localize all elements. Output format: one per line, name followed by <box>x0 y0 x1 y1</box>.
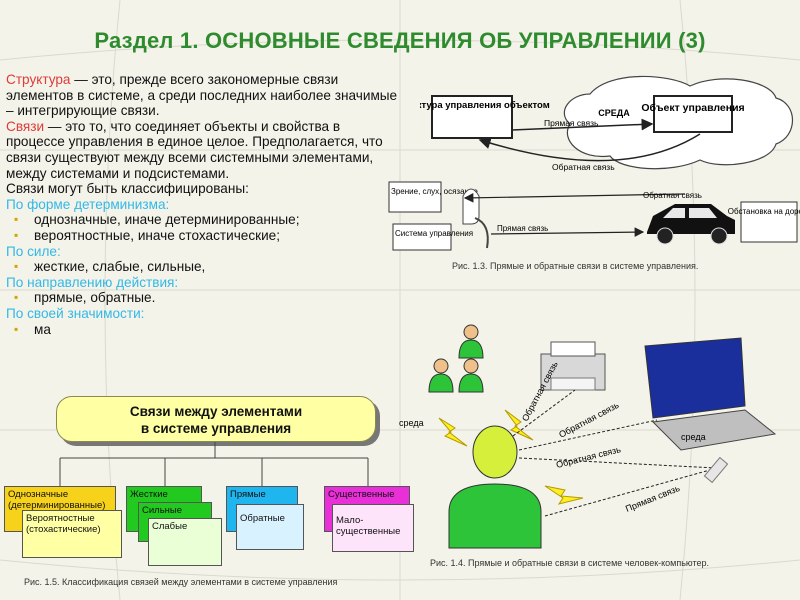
lightning-icon <box>438 409 584 505</box>
figure-caption-1-3: Рис. 1.3. Прямые и обратные связи в сист… <box>452 261 699 271</box>
figure-human-computer: среда среда Обратная связь Обратная связ… <box>399 324 777 549</box>
bullet-icon: ▪ <box>14 290 19 305</box>
hand-icon <box>474 217 489 249</box>
classification-intro: Связи могут быть классифицированы: <box>6 181 249 197</box>
list-item-text: однозначные, иначе детерминированные; <box>34 212 300 228</box>
definition-links: Связи — это то, что соединяет объекты и … <box>6 119 398 181</box>
environment-label: СРЕДА <box>598 108 630 118</box>
structure-label: Структура управления объектом <box>420 100 550 111</box>
classification-header-determinism: По форме детерминизма: <box>6 196 170 212</box>
class-box-weak: Слабые <box>148 518 222 566</box>
figure-caption-1-4: Рис. 1.4. Прямые и обратные связи в сист… <box>430 558 710 568</box>
classification-header-significance: По своей значимости: <box>6 305 145 321</box>
classification-header-strength: По силе: <box>6 243 61 259</box>
list-item: ▪ вероятностные, иначе стохастические; <box>6 228 398 244</box>
bullet-icon: ▪ <box>14 321 19 336</box>
control-box <box>392 223 452 251</box>
list-item-text: вероятностные, иначе стохастические; <box>34 227 281 243</box>
class-box-feedback: Обратные <box>236 504 304 550</box>
definition-structure-text: — это, прежде всего закономерные связи э… <box>6 72 398 119</box>
environment-label: среда <box>399 418 424 428</box>
feedback-label: Обратная связь <box>520 359 560 423</box>
direct-link-arrow <box>511 118 654 131</box>
figure-driver-car: Зрение, слух, осязание Система управлени… <box>388 181 800 251</box>
list-item-text: ма <box>34 321 51 337</box>
page-title: Раздел 1. ОСНОВНЫЕ СВЕДЕНИЯ ОБ УПРАВЛЕНИ… <box>94 28 706 53</box>
direct-link-label: Прямая связь <box>624 483 682 514</box>
list-item-text: жесткие, слабые, сильные, <box>34 259 206 275</box>
feedback-arrow <box>478 133 701 162</box>
feedback-label: Обратная связь <box>552 162 615 172</box>
classification-connectors <box>59 442 369 486</box>
link-lines <box>512 389 718 517</box>
feedback-label: Обратная связь <box>555 444 622 470</box>
banner-line: Связи между элементами <box>129 404 303 419</box>
printer-icon <box>540 341 606 391</box>
bullet-icon: ▪ <box>14 259 19 274</box>
links-classification-banner: Связи между элементами в системе управле… <box>56 396 376 442</box>
feedback-arrow <box>463 193 686 203</box>
situation-label: Обстановка на дороге <box>728 207 800 216</box>
structure-box <box>431 95 513 139</box>
list-item: ▪ прямые, обратные. <box>6 290 398 306</box>
main-text: Структура — это, прежде всего закономерн… <box>6 72 398 337</box>
figure-structure-environment: Структура управления объектом Объект упр… <box>420 75 793 172</box>
situation-box <box>740 201 798 243</box>
car-icon <box>647 204 735 245</box>
mouse-icon <box>703 456 729 484</box>
direct-link-label: Прямая связь <box>544 118 599 128</box>
user-icon <box>428 358 454 393</box>
bullet-icon: ▪ <box>14 227 19 242</box>
figure-caption-1-5: Рис. 1.5. Классификация связей между эле… <box>24 577 338 587</box>
definition-structure: Структура — это, прежде всего закономерн… <box>6 72 398 119</box>
list-item: ▪ ма <box>6 322 398 338</box>
list-item-text: прямые, обратные. <box>34 290 156 306</box>
user-icon <box>458 324 484 359</box>
list-item: ▪ однозначные, иначе детерминированные; <box>6 212 398 228</box>
direct-link-arrow <box>490 227 645 237</box>
object-box <box>653 95 733 133</box>
banner-line: в системе управления <box>140 421 292 436</box>
definition-links-text: — это то, что соединяет объекты и свойст… <box>6 118 383 181</box>
class-box-stochastic: Вероятностные (стохастические) <box>22 510 122 558</box>
direct-link-label: Прямая связь <box>497 224 548 233</box>
classification-header-direction: По направлению действия: <box>6 274 179 290</box>
user-icon <box>458 358 484 393</box>
term-links: Связи <box>6 118 45 134</box>
laptop-icon <box>644 337 777 451</box>
senses-box <box>388 181 442 213</box>
list-item: ▪ жесткие, слабые, сильные, <box>6 259 398 275</box>
control-label: Система управления <box>395 229 473 238</box>
feedback-label: Обратная связь <box>557 400 621 440</box>
object-label: Объект управления <box>641 102 744 114</box>
term-structure: Структура <box>6 72 71 87</box>
feedback-label: Обратная связь <box>643 191 702 200</box>
senses-label: Зрение, слух, осязание <box>391 187 478 196</box>
environment-label: среда <box>681 432 706 442</box>
class-box-insignificant: Мало-существенные <box>332 504 414 552</box>
person-icon <box>448 425 542 549</box>
bullet-icon: ▪ <box>14 212 19 227</box>
